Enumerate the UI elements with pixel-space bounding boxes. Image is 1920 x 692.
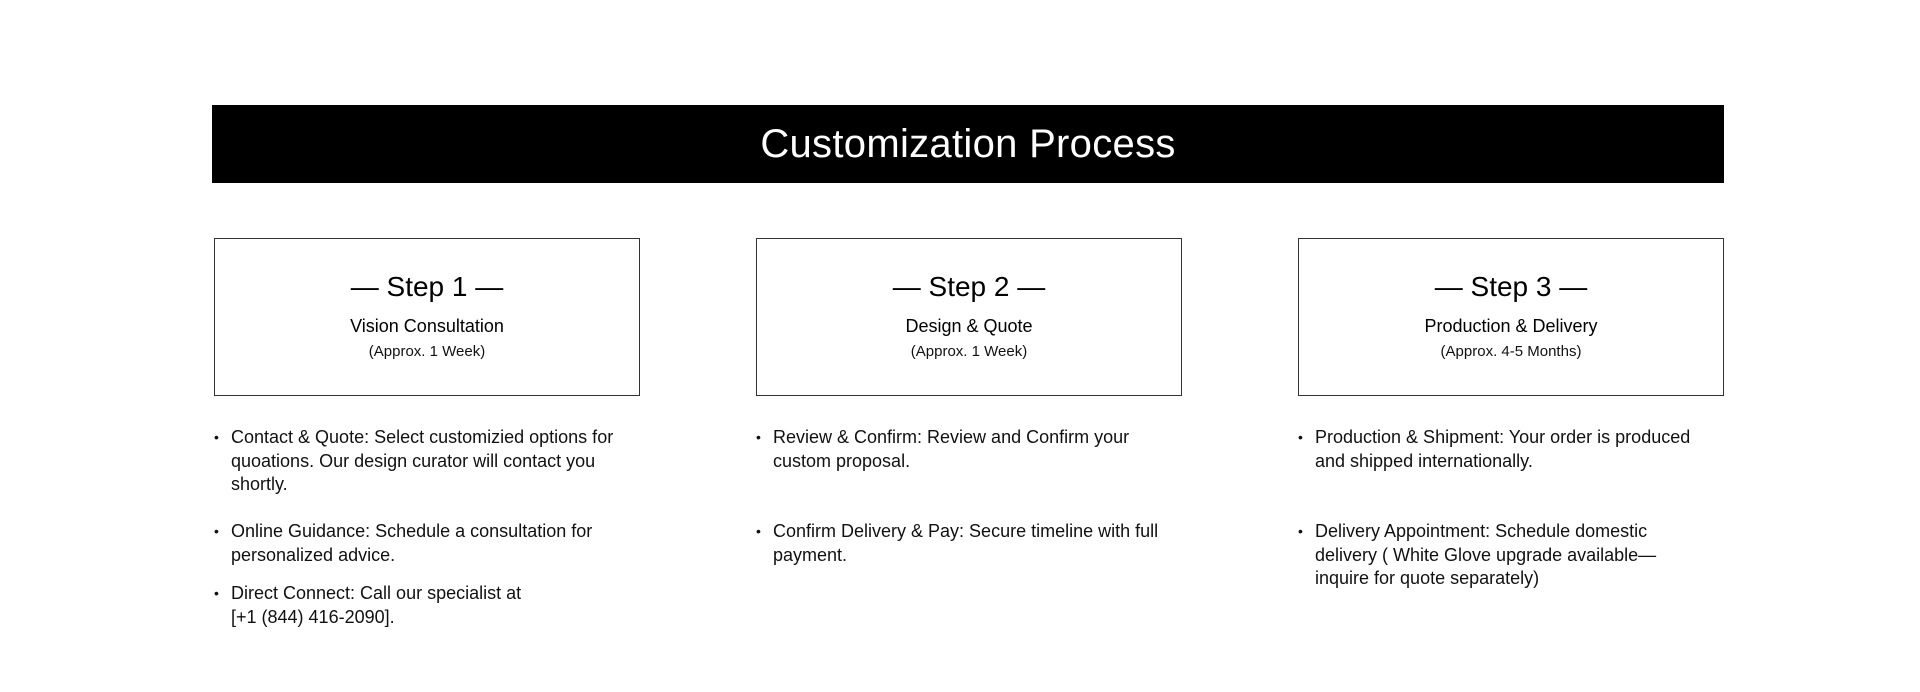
list-item: • Review & Confirm: Review and Confirm y… — [756, 426, 1176, 473]
step-3-bullet-list: • Production & Shipment: Your order is p… — [1298, 396, 1724, 636]
list-item-text: Delivery Appointment: Schedule domestic … — [1315, 521, 1657, 588]
list-item-text: Review & Confirm: Review and Confirm you… — [773, 427, 1130, 471]
step-card-2: — Step 2 — Design & Quote (Approx. 1 Wee… — [756, 238, 1182, 396]
step-2-bullet-list: • Review & Confirm: Review and Confirm y… — [756, 396, 1182, 636]
list-item: • Direct Connect: Call our specialist at… — [214, 582, 534, 629]
step-column-1: — Step 1 — Vision Consultation (Approx. … — [214, 238, 640, 636]
step-title: Vision Consultation — [350, 316, 504, 336]
step-duration: (Approx. 1 Week) — [910, 343, 1028, 360]
step-duration: (Approx. 4-5 Months) — [1440, 343, 1582, 360]
step-1-bullet-list: • Contact & Quote: Select customizied op… — [214, 396, 640, 636]
list-item: • Confirm Delivery & Pay: Secure timelin… — [756, 520, 1176, 567]
step-title: Design & Quote — [905, 316, 1033, 336]
bullet-icon: • — [756, 429, 761, 445]
list-item-text: Production & Shipment: Your order is pro… — [1315, 427, 1691, 471]
step-duration: (Approx. 1 Week) — [368, 343, 486, 360]
bullet-icon: • — [756, 523, 761, 539]
list-item: • Delivery Appointment: Schedule domesti… — [1298, 520, 1698, 591]
step-column-3: — Step 3 — Production & Delivery (Approx… — [1298, 238, 1724, 636]
step-card-3: — Step 3 — Production & Delivery (Approx… — [1298, 238, 1724, 396]
list-item-text: Direct Connect: Call our specialist at [… — [231, 583, 522, 627]
bullet-icon: • — [214, 585, 219, 601]
list-item: • Production & Shipment: Your order is p… — [1298, 426, 1698, 473]
list-item-text: Online Guidance: Schedule a consultation… — [231, 521, 593, 565]
step-heading: — Step 1 — — [350, 271, 504, 302]
list-item: • Online Guidance: Schedule a consultati… — [214, 520, 634, 567]
step-column-2: — Step 2 — Design & Quote (Approx. 1 Wee… — [756, 238, 1182, 636]
step-title: Production & Delivery — [1424, 316, 1598, 336]
step-card-1: — Step 1 — Vision Consultation (Approx. … — [214, 238, 640, 396]
step-heading: — Step 3 — — [1434, 271, 1588, 302]
bullet-icon: • — [1298, 429, 1303, 445]
list-item: • Contact & Quote: Select customizied op… — [214, 426, 634, 497]
bullet-icon: • — [214, 523, 219, 539]
bullet-icon: • — [1298, 523, 1303, 539]
list-item-text: Contact & Quote: Select customizied opti… — [231, 427, 614, 494]
bullet-icon: • — [214, 429, 219, 445]
header-banner: Customization Process — [212, 105, 1724, 183]
step-heading: — Step 2 — — [892, 271, 1046, 302]
list-item-text: Confirm Delivery & Pay: Secure timeline … — [773, 521, 1159, 565]
page-title: Customization Process — [760, 121, 1176, 166]
